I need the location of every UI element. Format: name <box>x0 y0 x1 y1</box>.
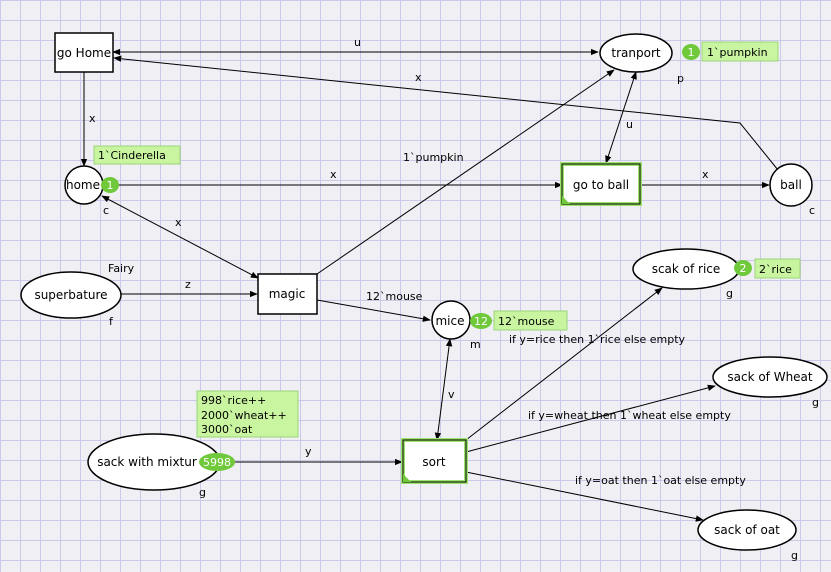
place-sack-of-oat[interactable]: sack of oat g <box>697 509 798 562</box>
token-count: 1 <box>107 179 114 192</box>
arc-label-u-right: u <box>626 118 633 131</box>
token-count: 12 <box>474 315 488 328</box>
arc-home-magic[interactable] <box>101 195 259 279</box>
transition-label: go Home <box>57 46 111 60</box>
colset-label: g <box>791 549 798 562</box>
place-label: ball <box>780 178 802 192</box>
arc-sort-oat[interactable] <box>465 471 704 522</box>
arc-label-y: y <box>305 445 312 458</box>
colset-label: g <box>726 287 733 300</box>
arc-label-x-ball: x <box>702 168 709 181</box>
arc-label-z: z <box>185 278 191 291</box>
arc-label-if-rice: if y=rice then 1`rice else empty <box>509 333 686 346</box>
transition-magic[interactable]: magic <box>257 273 318 315</box>
marking-line-3: 3000`oat <box>201 423 253 436</box>
arc-magic-tranport[interactable] <box>316 69 615 275</box>
transition-label: go to ball <box>573 178 629 192</box>
transition-go-to-ball[interactable]: go to ball <box>560 162 642 206</box>
transition-sort[interactable]: sort <box>401 438 468 484</box>
place-mice[interactable]: mice m 12 12`mouse <box>431 300 568 351</box>
place-label: home <box>66 178 100 192</box>
arc-label-v: v <box>448 388 455 401</box>
arc-tranport-gotoball[interactable] <box>605 71 637 164</box>
place-home[interactable]: home c 1 1`Cinderella <box>64 145 181 217</box>
arc-ball-gohome[interactable] <box>113 55 779 171</box>
colset-label: f <box>109 315 114 328</box>
place-sack-with-mixture[interactable]: sack with mixtur g 5998 998`rice++ 2000`… <box>87 390 299 499</box>
arc-sort-wheat[interactable] <box>465 384 716 453</box>
marking-line-2: 2000`wheat++ <box>201 409 287 422</box>
place-label: sack of oat <box>714 523 780 537</box>
arc-label-u-top: u <box>354 36 361 49</box>
arc-mice-sort[interactable] <box>434 338 453 441</box>
marking-label: 2`rice <box>759 263 792 276</box>
arc-label-if-oat: if y=oat then 1`oat else empty <box>575 474 746 487</box>
arc-label-x-left: x <box>89 112 96 125</box>
arc-label-pumpkin: 1`pumpkin <box>403 151 464 164</box>
place-label: sack of Wheat <box>727 370 813 384</box>
arc-magic-mice[interactable] <box>316 299 431 322</box>
place-superbature[interactable]: superbature f <box>20 271 122 328</box>
transition-label: sort <box>422 455 446 469</box>
place-label: scak of rice <box>652 262 721 276</box>
arc-label-x-top: x <box>415 71 422 84</box>
marking-line-1: 998`rice++ <box>201 394 266 407</box>
colset-label: g <box>812 396 819 409</box>
place-label: sack with mixtur <box>97 455 197 469</box>
arc-label-mouse: 12`mouse <box>366 290 423 303</box>
colset-label: c <box>809 204 815 217</box>
place-label: mice <box>435 314 464 328</box>
place-tranport[interactable]: tranport p 1 1`pumpkin <box>599 33 779 85</box>
token-count: 1 <box>688 46 695 59</box>
place-ball[interactable]: ball c <box>769 163 815 217</box>
arc-label-x-home-ball: x <box>330 168 337 181</box>
colset-label: m <box>470 338 481 351</box>
arc-label-fairy: Fairy <box>108 262 135 275</box>
token-count: 2 <box>740 262 747 275</box>
place-sack-of-wheat[interactable]: sack of Wheat g <box>712 356 828 409</box>
place-label: tranport <box>611 46 660 60</box>
place-scak-of-rice[interactable]: scak of rice g 2 2`rice <box>632 248 801 300</box>
arc-label-x-magic: x <box>175 216 182 229</box>
transition-go-home[interactable]: go Home <box>54 32 114 73</box>
colset-label: g <box>199 486 206 499</box>
marking-label: 1`pumpkin <box>707 46 768 59</box>
arc-sort-rice[interactable] <box>465 287 663 441</box>
marking-label: 1`Cinderella <box>98 149 166 162</box>
colset-label: c <box>103 204 109 217</box>
token-count: 5998 <box>203 456 231 469</box>
transition-label: magic <box>269 287 306 301</box>
marking-label: 12`mouse <box>498 315 555 328</box>
arc-label-if-wheat: if y=wheat then 1`wheat else empty <box>528 409 731 422</box>
colset-label: p <box>677 72 684 85</box>
place-label: superbature <box>34 288 107 302</box>
